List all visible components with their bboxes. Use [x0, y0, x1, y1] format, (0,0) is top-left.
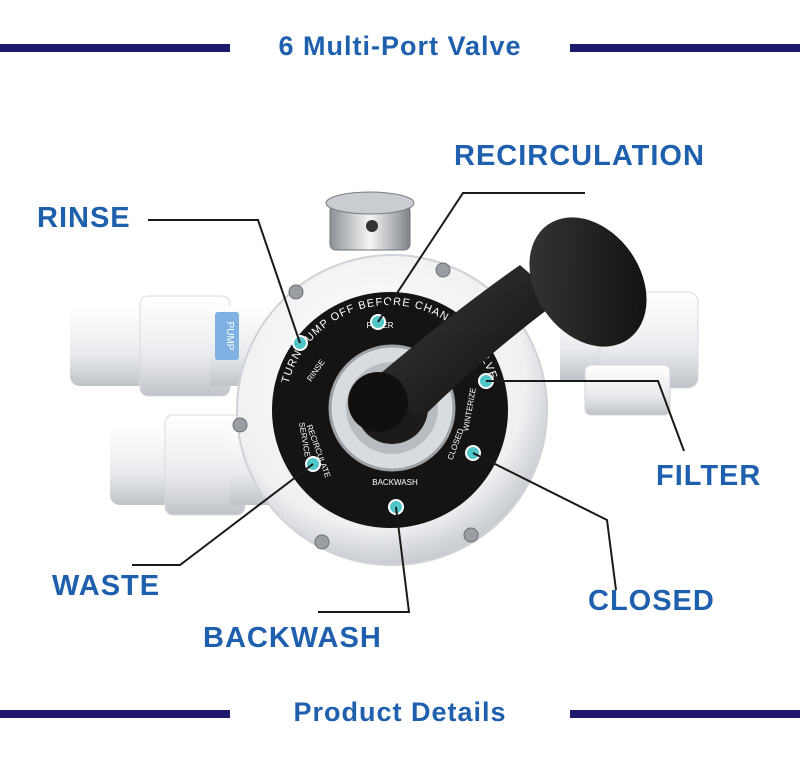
valve-handle: [348, 217, 647, 432]
screw-icon: [435, 262, 451, 278]
pressure-gauge-icon: [325, 191, 415, 251]
svg-text:PUMP: PUMP: [224, 322, 235, 351]
footer-bar-left: [0, 710, 230, 718]
callout-waste: WASTE: [52, 570, 161, 602]
header-bar-right: [570, 44, 800, 52]
callout-filter: FILTER: [656, 460, 762, 492]
leader-lines: [132, 192, 685, 613]
callout-recirculation: RECIRCULATION: [454, 140, 705, 172]
header-bar-left: [0, 44, 230, 52]
section-title: Product Details: [293, 697, 507, 727]
callout-rinse: RINSE: [37, 202, 131, 234]
screw-icon: [463, 527, 479, 543]
svg-text:BACKWASH: BACKWASH: [372, 478, 418, 487]
screw-icon: [314, 534, 330, 550]
screw-icon: [232, 417, 248, 433]
callout-backwash: BACKWASH: [203, 622, 382, 654]
callout-closed: CLOSED: [588, 585, 715, 617]
pump-tag-icon: [215, 312, 239, 360]
footer-bar-right: [570, 710, 800, 718]
screw-icon: [288, 284, 304, 300]
page-title: 6 Multi-Port Valve: [278, 31, 522, 61]
